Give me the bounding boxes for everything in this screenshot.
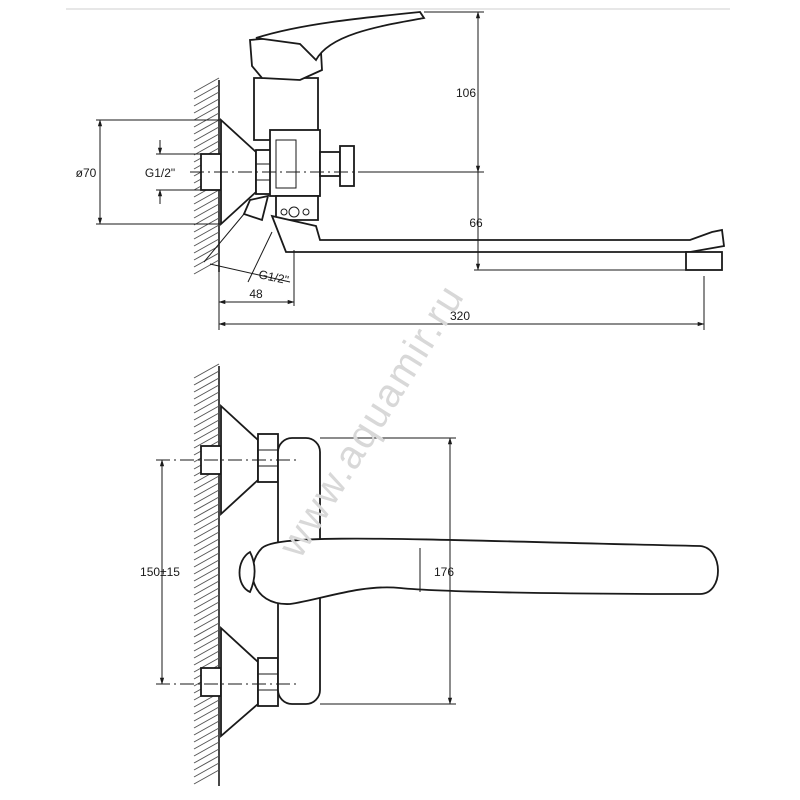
hatch-line <box>193 531 220 547</box>
hatch-line <box>193 377 220 393</box>
hatch-line <box>193 566 220 582</box>
dim-diameter-label: ø70 <box>76 166 97 180</box>
hatch-line <box>193 370 220 386</box>
hatch-line <box>193 510 220 526</box>
hatch-line <box>193 615 220 631</box>
hatch-line <box>193 84 220 100</box>
hatch-line <box>193 133 220 149</box>
hatch-line <box>193 573 220 589</box>
front-handle-knob <box>238 550 256 594</box>
hatch-line <box>193 713 220 729</box>
hatch-line <box>193 720 220 736</box>
hatch-line <box>193 412 220 428</box>
hatch-line <box>193 559 220 575</box>
hatch-line <box>193 391 220 407</box>
hatch-line <box>193 203 220 219</box>
front-view: 150±15 176 <box>140 363 719 786</box>
hatch-line <box>193 98 220 114</box>
hatch-line <box>193 433 220 449</box>
hatch-line <box>193 224 220 240</box>
hatch-line <box>193 650 220 666</box>
hatch-line <box>193 762 220 778</box>
front-lower-inlet <box>200 667 222 697</box>
side-handle-lever <box>255 11 426 62</box>
dim-320-label: 320 <box>450 309 470 323</box>
front-wall-hatch <box>193 363 220 785</box>
hatch-line <box>193 482 220 498</box>
hatch-line <box>193 196 220 212</box>
hatch-line <box>193 734 220 750</box>
hatch-line <box>193 636 220 652</box>
hatch-line <box>193 538 220 554</box>
dim-inlet-thread-label: G1/2" <box>145 166 175 180</box>
hatch-line <box>193 217 220 233</box>
hatch-line <box>193 608 220 624</box>
hatch-line <box>193 419 220 435</box>
hatch-line <box>193 601 220 617</box>
hatch-line <box>193 587 220 603</box>
hatch-line <box>193 643 220 659</box>
dim-66-label: 66 <box>469 216 483 230</box>
hatch-line <box>193 105 220 121</box>
hatch-line <box>193 259 220 275</box>
hatch-line <box>193 622 220 638</box>
hatch-line <box>193 126 220 142</box>
side-diverter-block <box>269 129 321 197</box>
hatch-line <box>193 741 220 757</box>
hatch-line <box>193 706 220 722</box>
front-lower-nut <box>257 657 279 707</box>
hatch-line <box>193 119 220 135</box>
hatch-line <box>193 545 220 561</box>
dim-150-label: 150±15 <box>140 565 180 579</box>
hatch-line <box>193 769 220 785</box>
hatch-line <box>193 503 220 519</box>
hatch-line <box>193 755 220 771</box>
hatch-line <box>193 475 220 491</box>
hatch-line <box>193 91 220 107</box>
hatch-line <box>193 580 220 596</box>
hatch-line <box>193 363 220 379</box>
side-spout <box>270 214 725 253</box>
front-upper-nut <box>257 433 279 483</box>
side-aerator <box>685 251 723 271</box>
hatch-line <box>193 629 220 645</box>
hatch-line <box>193 657 220 673</box>
side-view: ø70 G1/2" G1/2" 106 66 48 320 <box>76 11 725 330</box>
hatch-line <box>193 496 220 512</box>
hatch-line <box>193 252 220 268</box>
dim-106-label: 106 <box>456 86 476 100</box>
hatch-line <box>193 552 220 568</box>
dim-48-label: 48 <box>249 287 263 301</box>
dim-176-label: 176 <box>434 565 454 579</box>
front-handle <box>251 537 719 605</box>
hatch-line <box>193 727 220 743</box>
hatch-line <box>193 384 220 400</box>
hatch-line <box>193 238 220 254</box>
front-lower-flange <box>220 625 259 738</box>
hatch-line <box>193 594 220 610</box>
hatch-line <box>193 398 220 414</box>
hatch-line <box>193 748 220 764</box>
side-diverter-cap <box>339 145 355 187</box>
side-shower-outlet <box>242 194 270 222</box>
dim-shower-thread-label: G1/2" <box>257 267 290 287</box>
hatch-line <box>193 189 220 205</box>
hatch-line <box>193 405 220 421</box>
hatch-line <box>193 140 220 156</box>
hatch-line <box>193 231 220 247</box>
hatch-line <box>193 699 220 715</box>
hatch-line <box>193 77 220 93</box>
watermark-text: www.aquamir.ru <box>270 276 473 565</box>
hatch-line <box>193 524 220 540</box>
hatch-line <box>193 210 220 226</box>
hatch-line <box>193 517 220 533</box>
hatch-line <box>193 489 220 505</box>
hatch-line <box>193 426 220 442</box>
